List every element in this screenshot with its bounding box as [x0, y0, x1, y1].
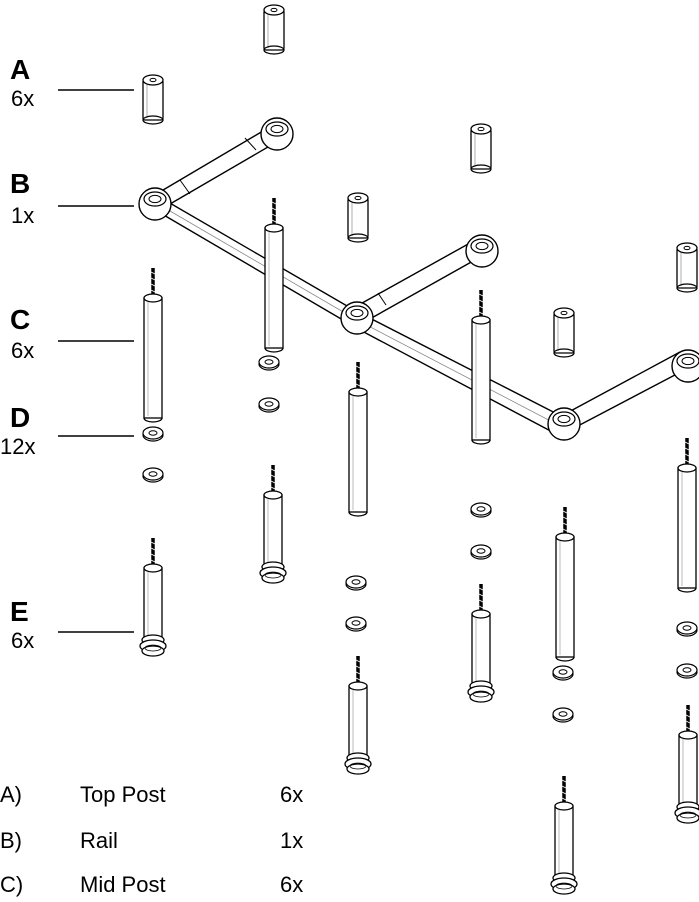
mid-post [347, 360, 369, 518]
washer [552, 665, 574, 681]
parts-list-letter: B) [0, 828, 22, 853]
parts-list-name: Mid Post [80, 872, 166, 897]
mid-post [263, 196, 285, 354]
callout-letter-d: D [10, 402, 31, 433]
parts-list-qty: 6x [280, 872, 304, 897]
callout-qty-b: 1x [11, 203, 35, 228]
callout-letter-b: B [10, 168, 31, 199]
parts-list-name: Rail [80, 828, 118, 853]
top-post [676, 242, 698, 293]
foot-post [673, 703, 699, 825]
mid-post [554, 505, 576, 663]
top-post-a [142, 74, 164, 125]
parts-list-row: C) Mid Post 6x [0, 872, 320, 902]
parts-list-name: Top Post [80, 782, 166, 807]
callout-qty-d: 12x [0, 434, 36, 459]
parts-list-row: B) Rail 1x [0, 828, 320, 858]
callout-qty-c: 6x [11, 338, 35, 363]
foot-post [258, 463, 288, 585]
rail-b [155, 127, 693, 437]
parts-list-qty: 6x [280, 782, 304, 807]
washer-d [142, 426, 164, 442]
callout-qty-e: 6x [11, 628, 35, 653]
washer [345, 616, 367, 632]
parts-list-letter: A) [0, 782, 22, 807]
top-post [347, 192, 369, 243]
washer [470, 544, 492, 560]
callout-leaders [58, 89, 134, 633]
foot-post-e [138, 536, 168, 658]
foot-post [549, 774, 579, 896]
top-post [470, 123, 492, 174]
callout-letter-c: C [10, 304, 31, 335]
washer [676, 663, 698, 679]
washer [676, 621, 698, 637]
rail-joint [138, 187, 172, 221]
foot-post [343, 654, 373, 776]
washer [470, 502, 492, 518]
top-post [263, 4, 285, 55]
callout-letter-a: A [10, 54, 31, 85]
washer [258, 355, 280, 371]
mid-post [676, 436, 698, 594]
rail-joint [671, 349, 699, 383]
washer [345, 575, 367, 591]
callout-letter-e: E [10, 596, 29, 627]
parts-list-qty: 1x [280, 828, 304, 853]
washer-d [142, 467, 164, 483]
parts-list-letter: C) [0, 872, 24, 897]
washer [258, 397, 280, 413]
rail-joint [340, 301, 374, 335]
mid-post [470, 288, 492, 446]
callout-qty-a: 6x [11, 86, 35, 111]
mid-post-c [142, 266, 164, 424]
washer [552, 707, 574, 723]
top-post [553, 307, 575, 358]
foot-post [466, 582, 496, 704]
parts-list-row: A) Top Post 6x [0, 782, 320, 812]
rail-joint [260, 117, 294, 151]
rail-joint [465, 234, 499, 268]
rail-joint [547, 407, 581, 441]
